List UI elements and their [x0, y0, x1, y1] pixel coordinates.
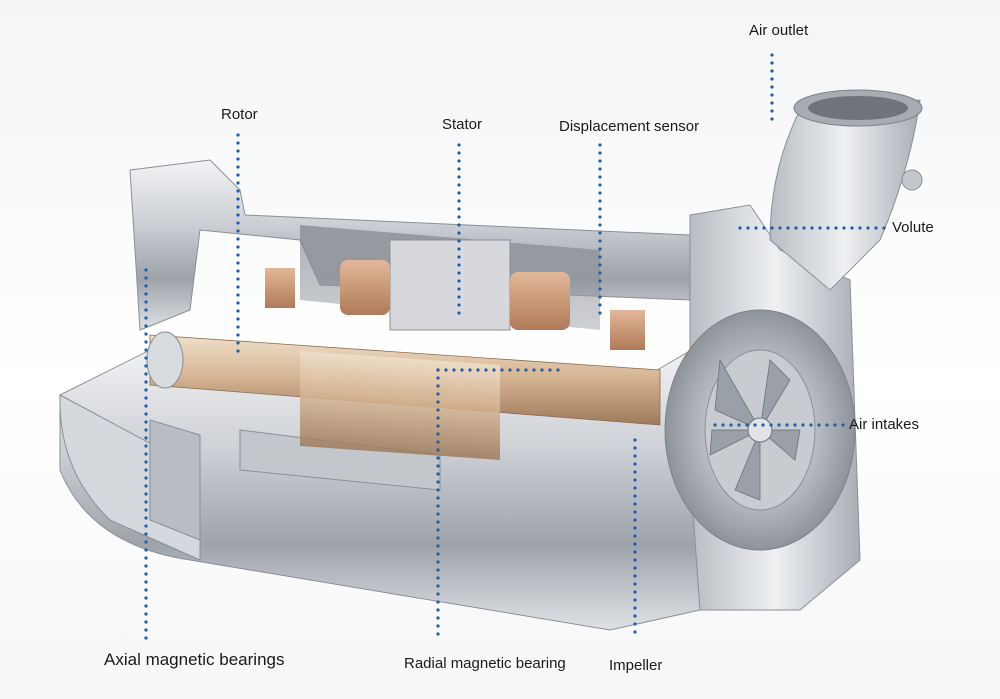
- housing: [59, 344, 701, 631]
- label-stator: Stator: [442, 116, 483, 133]
- label-rotor: Rotor: [221, 106, 258, 123]
- label-impeller: Impeller: [609, 657, 663, 674]
- leader-lines: [144, 53, 892, 642]
- stator-assembly: [265, 239, 645, 350]
- compressor-head: [664, 89, 923, 611]
- label-radial-magnetic-bearing: Radial magnetic bearing: [404, 655, 566, 672]
- label-air-outlet: Air outlet: [749, 22, 809, 39]
- label-air-intakes: Air intakes: [849, 416, 920, 433]
- label-volute: Volute: [892, 219, 934, 236]
- rotor-shaft: [146, 331, 661, 460]
- label-axial-magnetic-bearings: Axial magnetic bearings: [104, 650, 285, 669]
- label-displacement-sensor: Displacement sensor: [559, 118, 700, 135]
